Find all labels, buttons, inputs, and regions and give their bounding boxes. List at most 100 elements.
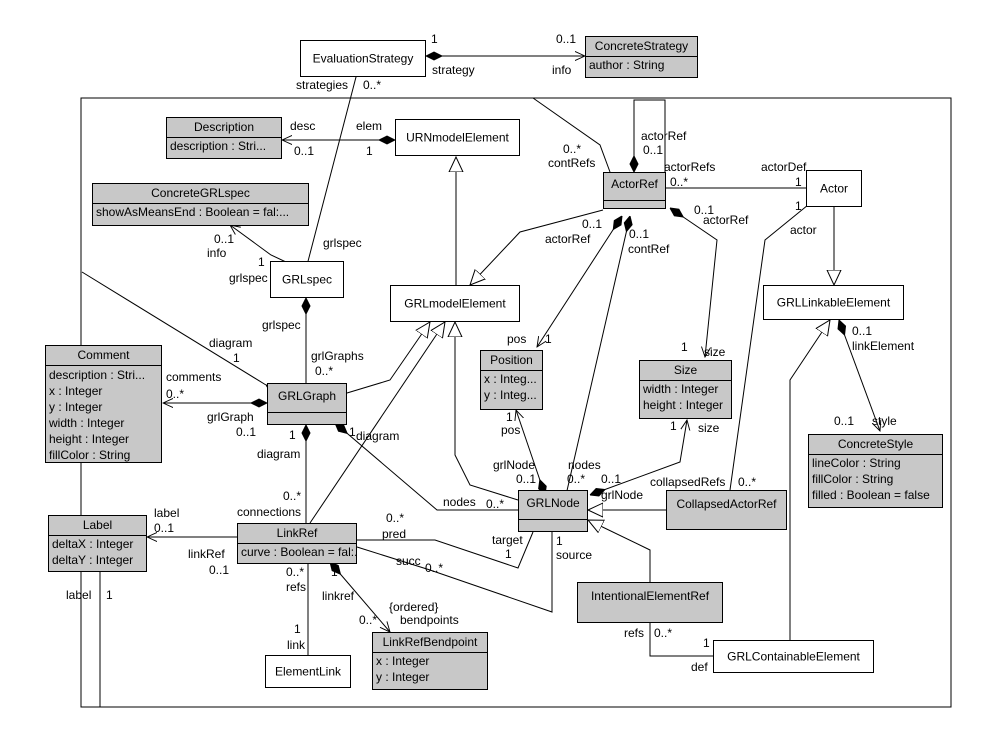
multiplicity: 0..1 (852, 324, 873, 338)
class-grlgraph[interactable]: GRLGraph (267, 383, 347, 425)
class-comment[interactable]: Comment description : Stri... x : Intege… (45, 345, 162, 463)
class-concretestrategy[interactable]: ConcreteStrategy author : String (585, 36, 698, 78)
role-label: pred (382, 527, 407, 541)
class-attribute: y : Integ... (484, 388, 537, 402)
class-name: EvaluationStrategy (312, 51, 414, 65)
edge-refs-def (649, 608, 713, 657)
class-attribute: description : Stri... (49, 368, 146, 382)
edge-pred-target (357, 531, 534, 569)
role-label: actorRef (545, 232, 591, 246)
multiplicity: 1 (795, 175, 802, 189)
role-label: strategies (296, 78, 349, 92)
edge-grlnode-pos (516, 410, 545, 495)
class-intentionalelementref[interactable]: IntentionalElementRef (577, 582, 723, 623)
role-label: diagram (209, 336, 253, 350)
role-label: link (287, 638, 306, 652)
multiplicity: 1 (431, 32, 438, 46)
class-actor[interactable]: Actor (806, 170, 862, 207)
class-grlcontainableelement[interactable]: GRLContainableElement (713, 640, 874, 673)
multiplicity: 1 (349, 425, 356, 439)
class-attribute: height : Integer (49, 432, 130, 446)
role-label: linkElement (852, 339, 915, 353)
class-name: LinkRef (238, 524, 356, 544)
multiplicity: 1 (294, 622, 301, 636)
edge-contrefs (532, 97, 611, 173)
class-name: URNmodelElement (406, 130, 509, 144)
class-grlnode[interactable]: GRLNode (518, 490, 588, 532)
multiplicity: 0..* (738, 475, 757, 489)
role-label: target (492, 533, 523, 547)
class-attribute: lineColor : String (812, 456, 901, 470)
gen-intentional (588, 520, 651, 582)
class-attribute: x : Integ... (484, 372, 537, 386)
class-grlspec[interactable]: GRLspec (270, 261, 344, 298)
class-attribute: deltaY : Integer (52, 553, 134, 567)
role-label: grlspec (262, 318, 301, 332)
class-name: GRLGraph (277, 389, 337, 403)
role-label: linkref (322, 589, 355, 603)
class-attribute: y : Integer (376, 670, 430, 684)
role-label: actorRef (641, 129, 687, 143)
role-label: strategy (432, 63, 475, 77)
role-label: grlNode (601, 488, 644, 502)
class-attribute: x : Integer (376, 654, 430, 668)
class-grlmodelelement[interactable]: GRLmodelElement (390, 285, 520, 322)
multiplicity: 1 (331, 565, 338, 579)
edge-bendpoints (330, 562, 390, 632)
multiplicity: 1 (258, 255, 265, 269)
gen-grlnode (455, 322, 519, 501)
multiplicity: 0..1 (601, 472, 622, 486)
role-label: desc (290, 119, 316, 133)
multiplicity: 0..1 (643, 143, 664, 157)
role-label: actorRef (703, 213, 749, 227)
class-attribute: width : Integer (643, 382, 719, 396)
edge-strategies-grlspec (306, 77, 356, 269)
role-label: linkRef (188, 547, 225, 561)
multiplicity: 0..1 (516, 472, 537, 486)
edge-actorref-pos (537, 216, 622, 347)
class-urnmodelelement[interactable]: URNmodelElement (395, 119, 520, 156)
class-name: ConcreteStyle (809, 435, 942, 455)
class-name: GRLNode (526, 496, 580, 510)
role-label: comments (166, 370, 222, 384)
class-concretestyle[interactable]: ConcreteStyle lineColor : String fillCol… (808, 434, 943, 508)
multiplicity: 0..1 (214, 232, 235, 246)
edge-linkelement-style (839, 320, 880, 431)
multiplicity: 1 (545, 332, 552, 346)
class-grllinkableelement[interactable]: GRLLinkableElement (763, 285, 904, 320)
class-concretegrlspec[interactable]: ConcreteGRLspec showAsMeansEnd : Boolean… (92, 183, 309, 226)
class-linkrefbendpoint[interactable]: LinkRefBendpoint x : Integer y : Integer (372, 632, 488, 690)
class-attribute: width : Integer (49, 416, 125, 430)
edge-grlnode-size (590, 420, 687, 495)
class-description[interactable]: Description description : Stri... (166, 117, 282, 159)
class-attribute: height : Integer (643, 398, 724, 412)
multiplicity: 1 (681, 340, 688, 354)
class-actorref[interactable]: ActorRef (603, 172, 666, 209)
class-label[interactable]: Label deltaX : Integer deltaY : Integer (48, 515, 147, 572)
multiplicity: 1 (506, 410, 513, 424)
multiplicity: 0..1 (629, 227, 650, 241)
class-attribute: x : Integer (49, 384, 103, 398)
role-label: refs (624, 626, 645, 640)
class-attribute: showAsMeansEnd : Boolean = fal:... (96, 205, 290, 219)
class-attribute: fillColor : String (49, 448, 131, 462)
class-elementlink[interactable]: ElementLink (265, 655, 351, 688)
role-label: grlNode (493, 458, 536, 472)
class-position[interactable]: Position x : Integ... y : Integ... (480, 350, 543, 410)
class-linkref[interactable]: LinkRef curve : Boolean = fal:... (237, 523, 357, 564)
role-label: size (704, 345, 726, 359)
multiplicity: 0..* (283, 489, 302, 503)
class-size[interactable]: Size width : Integer height : Integer (639, 360, 732, 419)
gen-linkref (309, 322, 445, 524)
class-compartment (604, 200, 665, 201)
multiplicity: 1 (366, 144, 373, 158)
class-collapsedactorref[interactable]: CollapsedActorRef (666, 490, 787, 530)
class-name: ElementLink (274, 664, 342, 678)
multiplicity: 0..1 (694, 203, 715, 217)
multiplicity: 0..* (563, 142, 582, 156)
role-label: refs (286, 580, 307, 594)
multiplicity: 0..1 (209, 563, 230, 577)
edge-actorref-size (670, 208, 718, 357)
class-evaluationstrategy[interactable]: EvaluationStrategy (300, 40, 426, 77)
